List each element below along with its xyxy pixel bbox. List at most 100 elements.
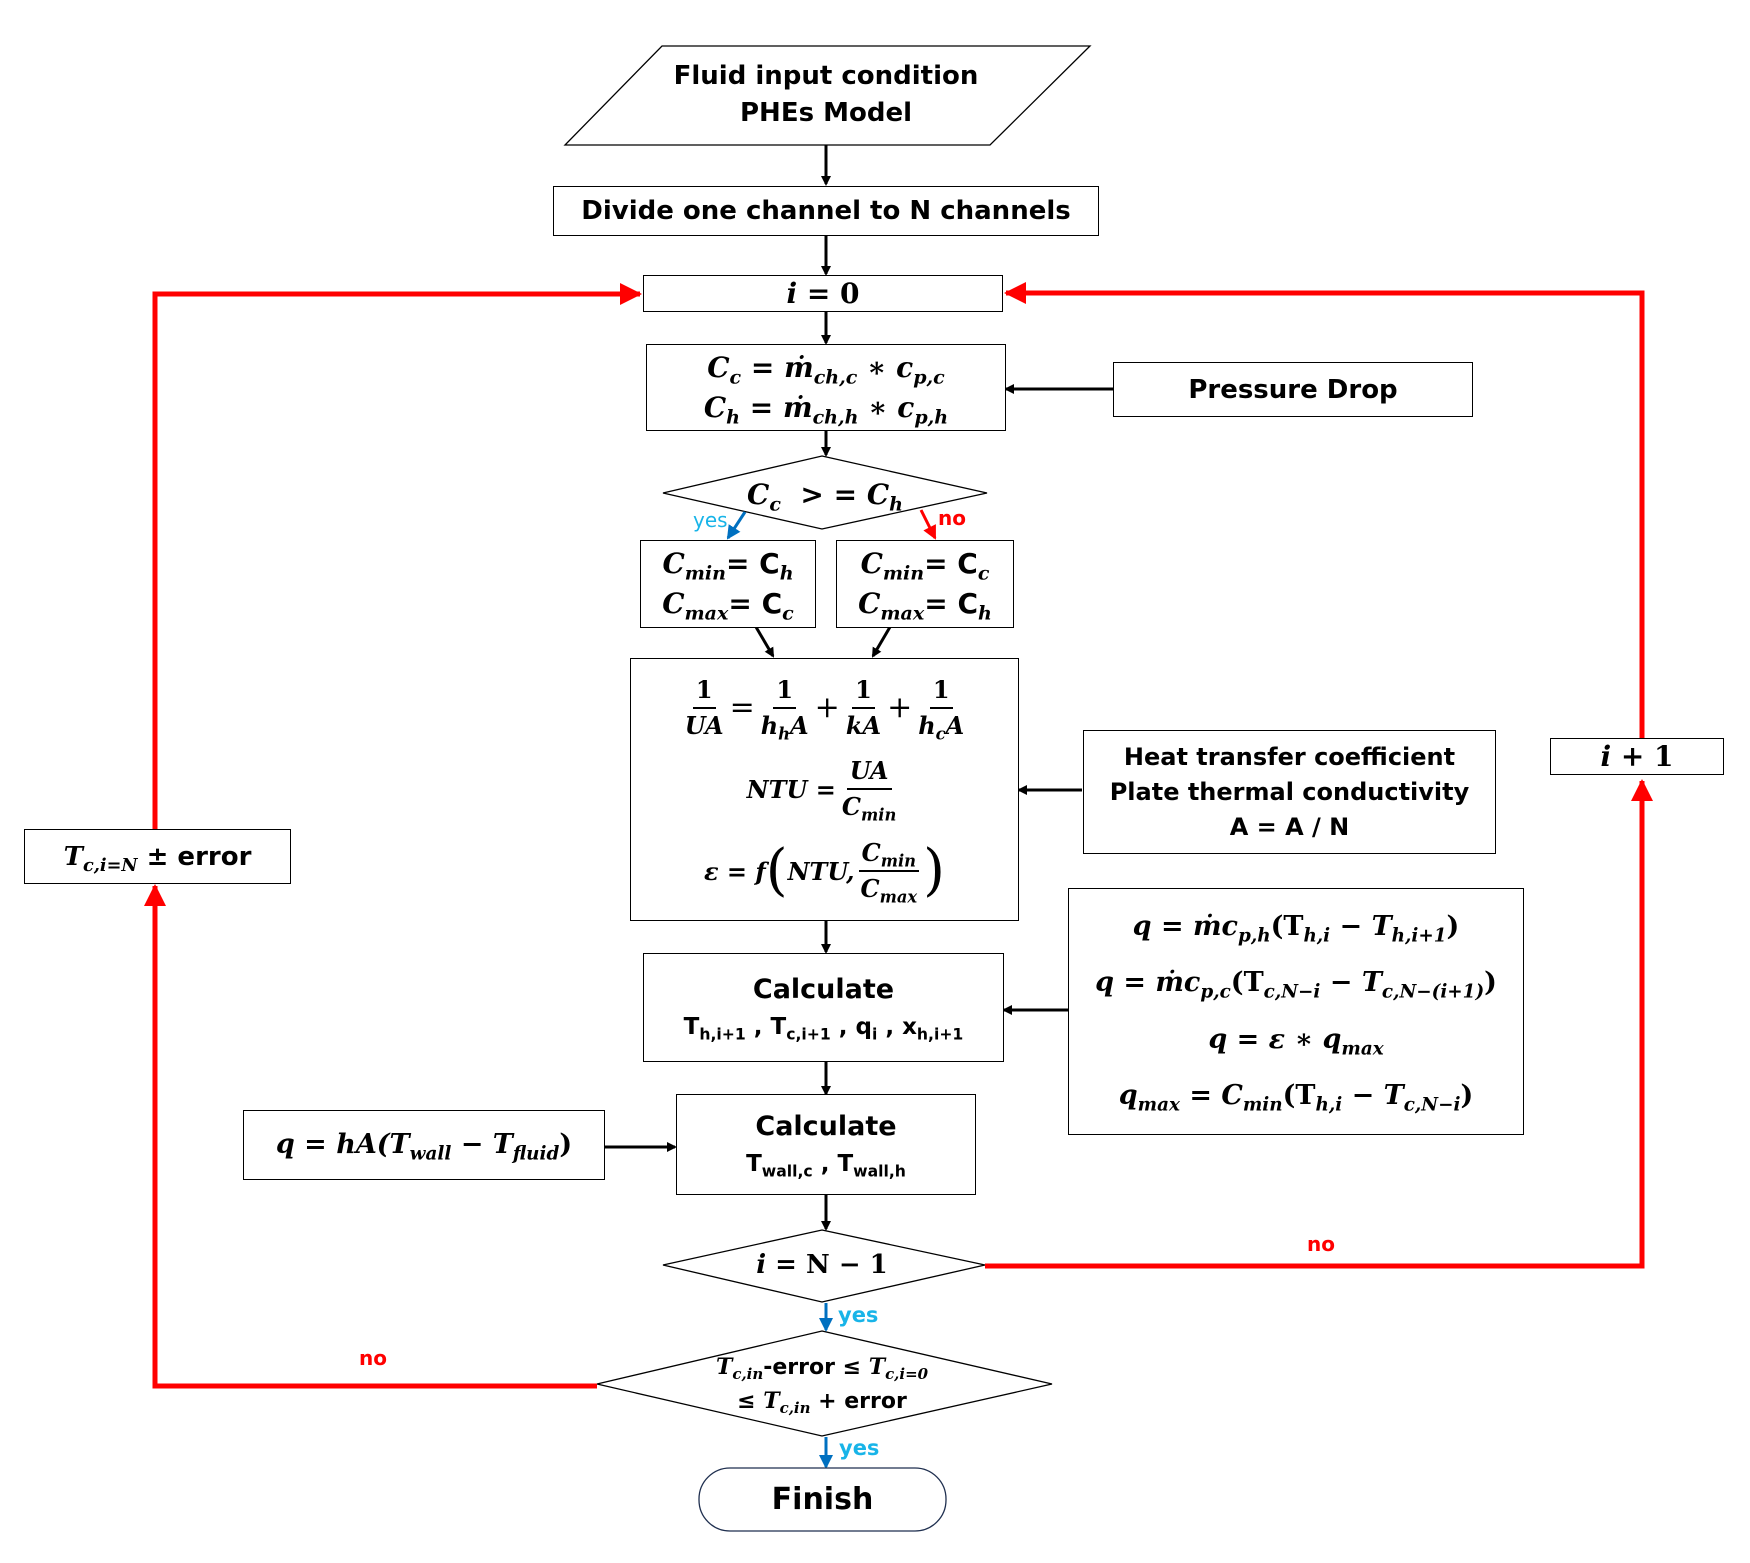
properties-line3: A = A / N	[1229, 812, 1350, 841]
yb-l2a: C	[662, 587, 685, 620]
ct-l2c: + error	[810, 1389, 907, 1414]
no-branch-line1: Cmin= Cc	[861, 544, 990, 584]
conv-a: q = hA(T	[275, 1129, 410, 1160]
loop-retry-path	[144, 884, 597, 1389]
pressure-drop-text: Pressure Drop	[1188, 374, 1398, 405]
arrow-yesbox-to-ntu	[754, 626, 775, 658]
check-temp-line1: Tc,in-error ≤ Tc,i=0	[672, 1350, 972, 1384]
calc1-t4s: h,i+1	[916, 1023, 964, 1043]
q4-e: )	[1460, 1079, 1474, 1111]
ua-eq: =	[729, 690, 755, 726]
compare-yes-label: yes	[693, 508, 728, 532]
yb-l1s: min	[684, 562, 726, 585]
ct-l1b: -error ≤	[763, 1355, 869, 1380]
increment-node: i + 1	[1550, 738, 1724, 775]
calc1-t2s: c,i+1	[786, 1023, 831, 1043]
q-equations-node: q = ṁcp,h(Th,i − Th,i+1) q = ṁcp,c(Tc,N−…	[1068, 888, 1524, 1135]
nb-l2t: h	[978, 602, 992, 625]
check-i-var: i	[756, 1250, 767, 1280]
q2-a-sub: p,c	[1200, 981, 1231, 1003]
input-line2: PHEs Model	[740, 98, 912, 128]
cap2-m-sub: ch,h	[812, 406, 859, 429]
check-i-diamond	[662, 1229, 986, 1303]
ntu-den-sub: min	[860, 806, 897, 826]
q1-c-sub: h,i+1	[1391, 925, 1447, 947]
cap1-mid: = ṁ	[741, 350, 814, 384]
calc1-vars: Th,i+1 , Tc,i+1 , qi , xh,i+1	[684, 1009, 964, 1045]
cap1-lhs-sub: c	[729, 366, 742, 389]
calc1-t3: , q	[830, 1013, 872, 1040]
nb-l2a: C	[858, 587, 881, 620]
compare-lhs-sub: c	[769, 493, 781, 516]
calc2-t1: T	[746, 1150, 762, 1177]
eff-close-paren: )	[923, 838, 945, 904]
ua-hh: h	[760, 710, 779, 740]
input-node: Fluid input condition PHEs Model	[620, 58, 1032, 132]
eff-num-c: C	[861, 838, 881, 868]
check-temp-line2: ≤ Tc,in + error	[672, 1384, 972, 1418]
init-node: i = 0	[643, 275, 1003, 312]
q2-c-sub: c,N−(i+1)	[1381, 981, 1485, 1003]
ua-hc: h	[918, 710, 936, 740]
divide-node: Divide one channel to N channels	[553, 186, 1099, 236]
q4-b-sub: min	[1242, 1094, 1283, 1116]
q2-a: q = ṁc	[1095, 967, 1201, 999]
q1-b: (T	[1270, 911, 1304, 943]
nb-l2b: = C	[924, 587, 979, 620]
eff-open-paren: (	[765, 838, 788, 904]
tol-a: T	[63, 842, 83, 872]
q1-a: q = ṁc	[1132, 911, 1238, 943]
check-i-yes-label: yes	[838, 1303, 879, 1327]
capacity-line1: Cc = ṁch,c ∗ cp,c	[707, 348, 945, 388]
no-branch-node: Cmin= Cc Cmax= Ch	[836, 540, 1014, 628]
calculate-wall-node: Calculate Twall,c , Twall,h	[676, 1094, 976, 1195]
q-eq-1: q = ṁcp,h(Th,i − Th,i+1)	[1133, 909, 1460, 945]
compare-lhs: C	[747, 478, 770, 511]
conv-b: − T	[451, 1129, 513, 1160]
check-i-no-label: no	[1307, 1232, 1335, 1256]
init-eq: = 0	[797, 276, 860, 310]
ntu-num: UA	[846, 754, 892, 791]
q4-a: q	[1118, 1079, 1138, 1111]
arrow-compare-no	[919, 509, 937, 540]
ua-frac-3-den: kA	[845, 710, 882, 740]
nb-l1s: min	[882, 562, 925, 585]
arrow-nobox-to-ntu	[871, 626, 892, 658]
eff-den-sub: max	[879, 887, 918, 907]
nb-l1a: C	[860, 547, 883, 580]
ct-l1c-sub: c,i=0	[885, 1365, 929, 1384]
convection-node: q = hA(Twall − Tfluid)	[243, 1110, 605, 1180]
properties-node: Heat transfer coefficient Plate thermal …	[1083, 730, 1496, 854]
yb-l2b: = C	[728, 587, 783, 620]
nb-l1t: c	[977, 562, 990, 585]
ua-a2: A	[945, 710, 965, 740]
finish-terminal-shape	[698, 1467, 947, 1532]
ct-l2b-sub: c,in	[779, 1399, 811, 1418]
ct-l1a: T	[715, 1354, 733, 1380]
nb-l1b: = C	[924, 547, 978, 580]
yes-branch-line1: Cmin= Ch	[662, 544, 793, 584]
q4-b: = C	[1179, 1079, 1243, 1111]
conv-b-sub: fluid	[512, 1143, 560, 1165]
q3-a-sub: max	[1341, 1038, 1384, 1060]
q1-b-sub: h,i	[1303, 925, 1331, 947]
capacity-node: Cc = ṁch,c ∗ cp,c Ch = ṁch,h ∗ cp,h	[646, 344, 1006, 431]
ct-l2a: ≤	[737, 1389, 764, 1414]
q4-d: − T	[1342, 1079, 1404, 1111]
tolerance-expr: Tc,i=N ± error	[64, 838, 252, 875]
calc1-t4: , x	[877, 1013, 917, 1040]
check-temp-no-label: no	[359, 1346, 387, 1370]
no-branch-line2: Cmax= Ch	[858, 584, 992, 624]
yb-l1t: h	[779, 562, 794, 585]
compare-rhs: C	[866, 478, 890, 511]
arrow-compare-yes	[726, 511, 747, 540]
compare-rhs-sub: h	[889, 493, 903, 516]
